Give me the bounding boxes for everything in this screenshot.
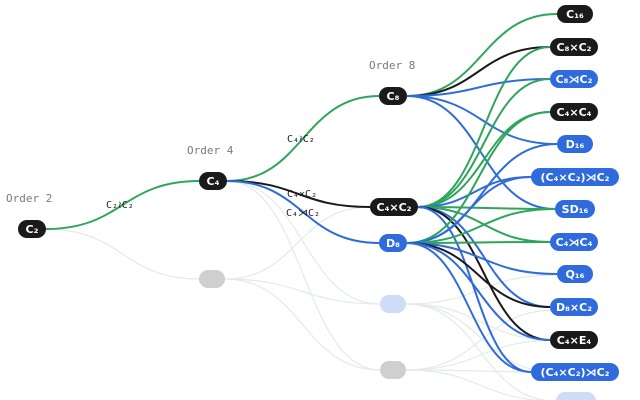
edge-to-c8xc2 xyxy=(417,46,551,208)
edge-to-c16 xyxy=(406,13,558,97)
node-q16[interactable]: Q₁₆ xyxy=(557,265,593,283)
ghost-node-order8-blue xyxy=(380,295,406,313)
order-label-8: Order 8 xyxy=(369,59,415,72)
edge-label-c4-semidirect-c2: C₄⋊C₂ xyxy=(286,208,320,219)
ghost-node-order8-gray xyxy=(380,361,406,379)
edge-to-d8xc2 xyxy=(406,242,551,308)
nodes: C₂ C₄ C₈ C₄×C₂ D₈ C₁₆ xyxy=(18,5,619,381)
edge-to-d8xc2 xyxy=(417,206,551,308)
edge-to-c4xc2sdb xyxy=(406,242,532,373)
edge-c4-d8 xyxy=(226,180,380,244)
faint-edge xyxy=(226,180,381,305)
svg-text:(C₄×C₂)⋊C₂: (C₄×C₂)⋊C₂ xyxy=(541,171,610,184)
edge-label-c4-wreath-c2: C₄≀C₂ xyxy=(287,134,315,145)
node-c8sdc2[interactable]: C₈⋊C₂ xyxy=(550,70,598,88)
edge-c4-c8 xyxy=(226,95,380,182)
order-label-4: Order 4 xyxy=(187,144,234,157)
edge-to-c4xe4 xyxy=(406,242,551,341)
edge-to-sd16 xyxy=(417,206,556,210)
edge-to-c4xc2sd xyxy=(406,176,532,244)
svg-text:D₈×C₂: D₈×C₂ xyxy=(556,301,592,314)
node-c4xc4[interactable]: C₄×C₄ xyxy=(550,103,598,121)
node-d16[interactable]: D₁₆ xyxy=(557,135,593,153)
faint-edge xyxy=(405,309,557,371)
node-c4xc2-semidirect-c2[interactable]: (C₄×C₂)⋊C₂ xyxy=(531,168,619,186)
edge-to-c4xc2sdb xyxy=(417,206,532,373)
svg-text:C₄×C₄: C₄×C₄ xyxy=(557,106,592,119)
faint-edge xyxy=(226,180,381,371)
ghost-node-order4 xyxy=(199,270,225,288)
svg-text:C₁₆: C₁₆ xyxy=(566,8,584,21)
edge-label-c4-times-c2: C₄×C₂ xyxy=(287,189,317,200)
ghost-nodes xyxy=(199,270,596,400)
svg-text:C₄×E₄: C₄×E₄ xyxy=(557,334,592,347)
svg-text:Q₁₆: Q₁₆ xyxy=(566,268,585,281)
node-c4xc2[interactable]: C₄×C₂ xyxy=(370,198,418,216)
edge-to-c4sdc4 xyxy=(406,241,551,244)
edge-to-c8sdc2 xyxy=(417,78,551,208)
node-c2[interactable]: C₂ xyxy=(18,220,46,238)
faint-edge xyxy=(224,278,381,371)
faint-edge xyxy=(224,278,381,305)
svg-text:C₈×C₂: C₈×C₂ xyxy=(557,41,592,54)
ghost-node-order16-partial xyxy=(556,392,596,400)
svg-text:C₈⋊C₂: C₈⋊C₂ xyxy=(556,73,593,86)
faint-edge xyxy=(405,274,557,305)
edge-c2-c4 xyxy=(45,180,200,230)
node-d8[interactable]: D₈ xyxy=(379,234,407,252)
order-label-2: Order 2 xyxy=(6,192,52,205)
faint-edge xyxy=(224,206,371,280)
node-c4xc2-semidirect-c2-b[interactable]: (C₄×C₂)⋊C₂ xyxy=(531,363,619,381)
node-c8xc2[interactable]: C₈×C₂ xyxy=(550,38,598,56)
edge-to-q16 xyxy=(406,242,558,275)
edge-label-c2-wreath-c2: C₂≀C₂ xyxy=(106,200,134,211)
faint-edges xyxy=(45,180,557,400)
edge-to-sd16 xyxy=(406,208,556,244)
svg-text:C₈: C₈ xyxy=(387,90,400,103)
edge-to-c4xc4 xyxy=(406,111,551,244)
node-c16[interactable]: C₁₆ xyxy=(557,5,593,23)
node-c4xe4[interactable]: C₄×E₄ xyxy=(550,331,598,349)
edge-to-c4xe4 xyxy=(417,206,551,341)
node-c8[interactable]: C₈ xyxy=(379,87,407,105)
faint-edge xyxy=(405,339,557,371)
edge-to-d16 xyxy=(406,143,558,244)
svg-text:D₁₆: D₁₆ xyxy=(566,138,585,151)
edge-to-c8sdc2 xyxy=(406,78,551,97)
node-sd16[interactable]: SD₁₆ xyxy=(555,200,595,218)
svg-text:C₄×C₂: C₄×C₂ xyxy=(377,201,412,214)
edge-to-c8xc2 xyxy=(406,46,551,97)
svg-text:D₈: D₈ xyxy=(386,237,400,250)
node-c4sdc4[interactable]: C₄⋊C₄ xyxy=(550,233,598,251)
edge-to-sd16 xyxy=(406,95,556,210)
node-d8xc2[interactable]: D₈×C₂ xyxy=(550,298,598,316)
edge-to-d16 xyxy=(406,95,558,145)
svg-text:C₄⋊C₄: C₄⋊C₄ xyxy=(556,236,593,249)
svg-text:SD₁₆: SD₁₆ xyxy=(562,203,589,216)
svg-text:C₄: C₄ xyxy=(207,175,220,188)
node-c4[interactable]: C₄ xyxy=(199,172,227,190)
faint-edge xyxy=(45,228,200,280)
svg-text:(C₄×C₂)⋊C₂: (C₄×C₂)⋊C₂ xyxy=(541,366,610,379)
faint-edge xyxy=(405,303,552,400)
edges xyxy=(45,13,558,373)
svg-text:C₂: C₂ xyxy=(26,223,39,236)
